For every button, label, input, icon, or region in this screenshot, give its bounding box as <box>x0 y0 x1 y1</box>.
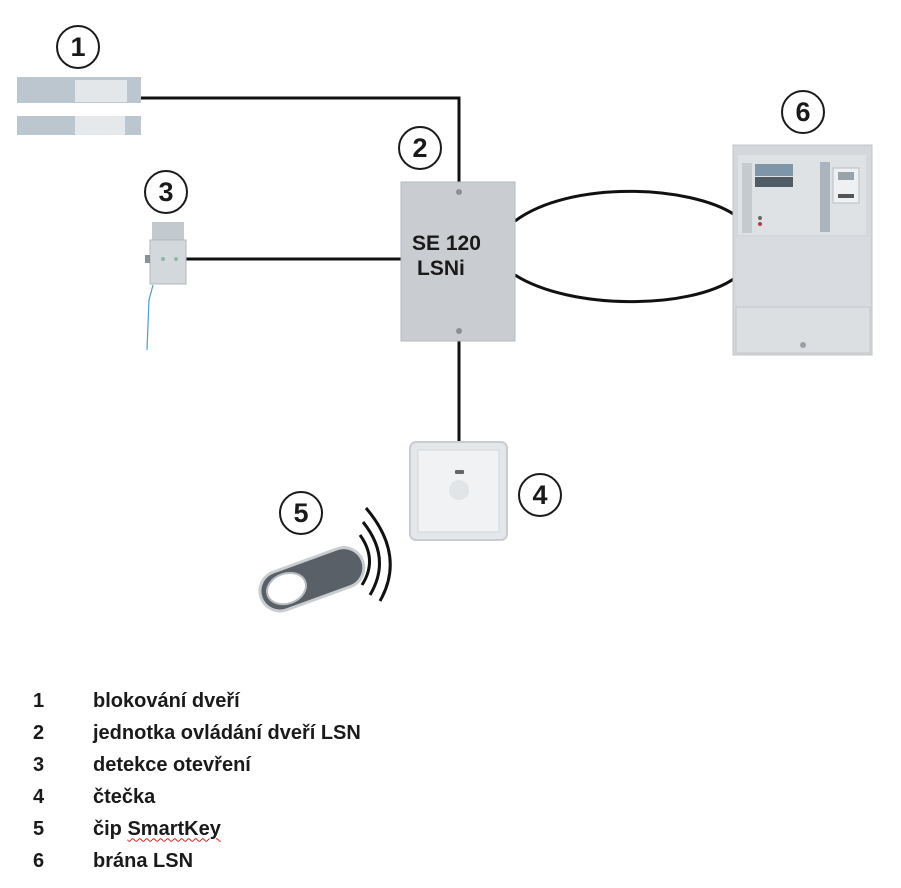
wiring-diagram <box>17 77 873 613</box>
connection-lines <box>141 96 736 443</box>
loop-bottom-controller-to-gateway <box>514 273 736 304</box>
legend-item: 5 čip SmartKey <box>33 813 361 845</box>
legend-item: 4 čtečka <box>33 781 361 813</box>
controller-type: LSNi <box>417 257 465 280</box>
legend-number: 2 <box>33 721 45 744</box>
controller-label: SE 120 LSNi <box>412 231 481 281</box>
callout-3: 3 <box>144 170 188 214</box>
legend-number: 4 <box>33 785 45 808</box>
card-reader-icon <box>409 441 508 541</box>
legend-text: jednotka ovládání dveří LSN <box>93 721 361 744</box>
legend-text: brána LSN <box>93 849 194 872</box>
opening-detector-icon <box>145 222 187 351</box>
legend-item: 3 detekce otevření <box>33 749 361 781</box>
callout-2: 2 <box>398 126 442 170</box>
door-control-unit-icon <box>400 181 516 342</box>
legend-item: 1 blokování dveří <box>33 685 361 717</box>
legend-text: detekce otevření <box>93 753 251 776</box>
legend-item: 2 jednotka ovládání dveří LSN <box>33 717 361 749</box>
legend-number: 6 <box>33 849 45 872</box>
callout-1: 1 <box>56 25 100 69</box>
legend-text: blokování dveří <box>93 689 240 712</box>
legend-item: 6 brána LSN <box>33 845 361 877</box>
legend-text: čtečka <box>93 785 156 808</box>
callout-6: 6 <box>781 90 825 134</box>
legend-text: čip SmartKey <box>93 818 221 841</box>
lsn-gateway-panel-icon <box>732 144 873 356</box>
controller-model: SE 120 <box>412 232 481 255</box>
loop-top-controller-to-gateway <box>514 189 736 223</box>
legend: 1 blokování dveří 2 jednotka ovládání dv… <box>33 685 361 877</box>
legend-number: 3 <box>33 753 45 776</box>
callout-4: 4 <box>518 473 562 517</box>
spellcheck-flagged-word: SmartKey <box>127 817 221 840</box>
line-lock-to-controller <box>141 96 461 183</box>
legend-number: 5 <box>33 817 45 840</box>
callout-5: 5 <box>279 491 323 535</box>
door-lock-icon <box>17 77 141 135</box>
smartkey-fob-icon <box>258 546 366 613</box>
legend-text-prefix: čip <box>93 817 128 840</box>
legend-number: 1 <box>33 689 45 712</box>
wireless-signal-icon <box>358 507 392 602</box>
